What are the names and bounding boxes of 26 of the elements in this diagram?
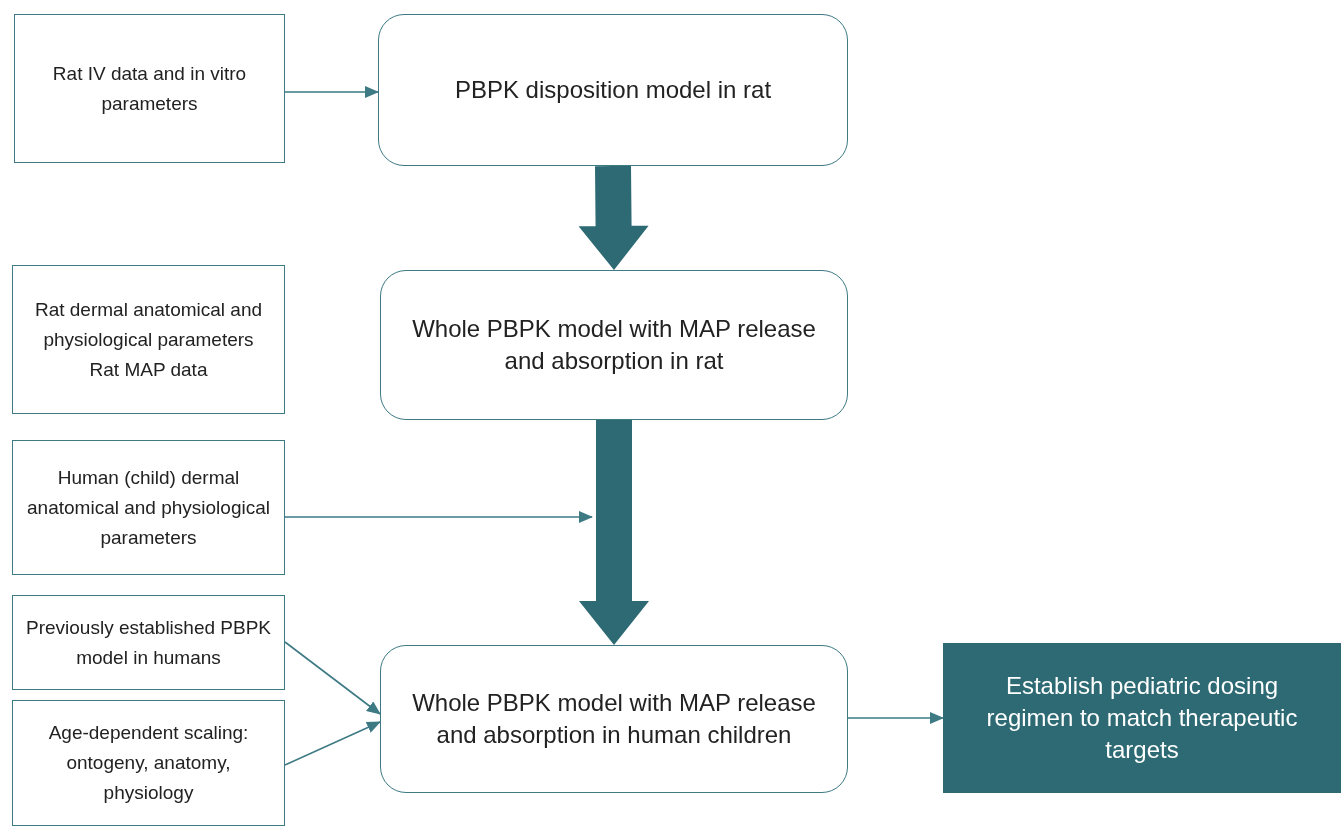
box-text: Previously established PBPK model in humans [25,615,272,670]
box-text: Human (child) dermal anatomical and physiological parameters [26,465,271,550]
arrow [284,511,593,523]
process-box [380,270,848,420]
input-box [12,265,285,414]
input-box [12,440,285,575]
input-box [12,595,285,690]
input-box [14,14,285,163]
box-text: Whole PBPK model with MAP release and absorption in rat [411,314,817,376]
box-text: Age-dependent scaling: ontogeny, anatomy, physiology [47,721,250,805]
thick-arrow [578,165,649,270]
box-text: Rat dermal anatomical and physiological parameters [33,297,264,352]
arrow [847,712,944,724]
process-box [378,14,848,166]
box-text: Whole PBPK model with MAP release and absorption in human children [411,688,817,750]
box-text: Rat MAP data [89,357,208,382]
box-text: PBPK disposition model in rat [454,75,772,105]
input-box [12,700,285,826]
arrow [284,86,379,98]
arrow [284,721,381,766]
box-text: Establish pediatric dosing regimen to match therapeutic targets [985,671,1299,765]
arrow [284,641,381,715]
result-box [943,643,1341,793]
thick-arrow [579,420,649,645]
box-text: Rat IV data and in vitro parameters [51,61,248,116]
process-box [380,645,848,793]
